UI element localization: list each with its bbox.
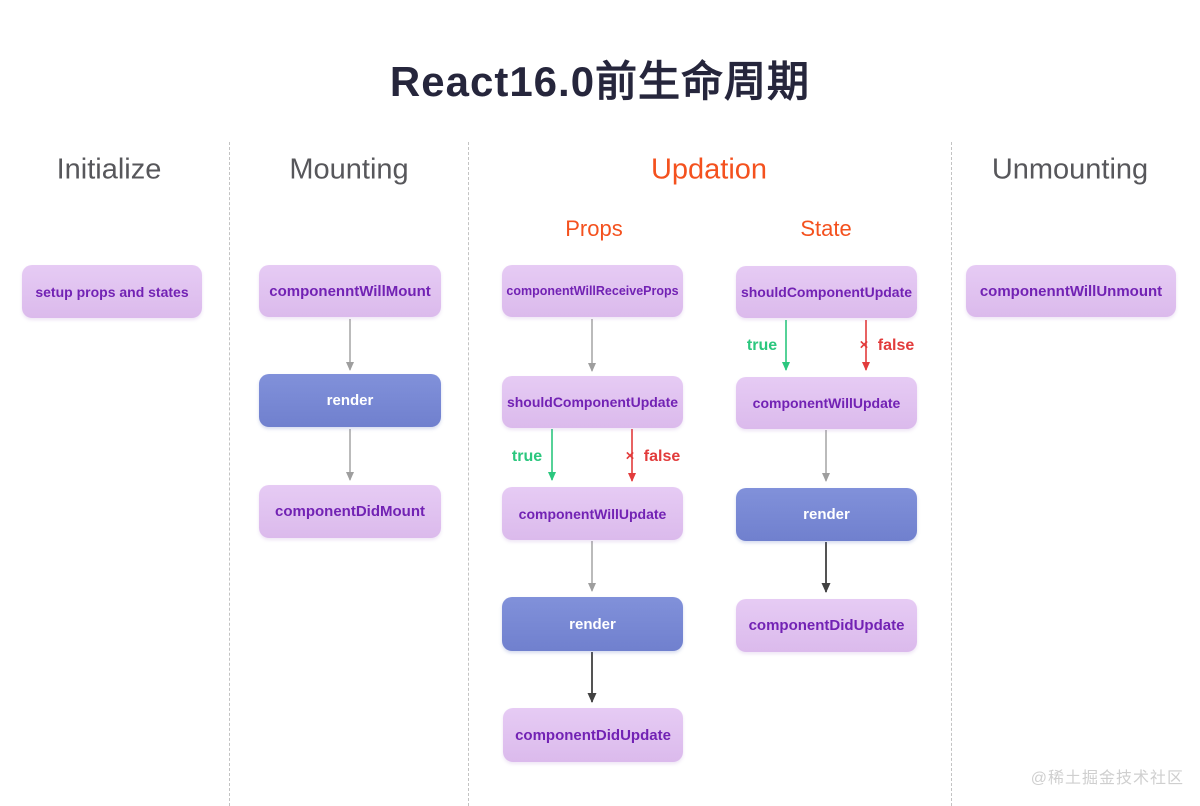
header-initialize: Initialize (56, 153, 162, 186)
column-divider-3 (951, 142, 952, 806)
box-state-componentdidupdate: componentDidUpdate (736, 599, 917, 652)
page-title: React16.0前生命周期 (389, 58, 811, 105)
box-mounting-render: render (259, 374, 441, 427)
props-false-x-icon: × (625, 447, 635, 465)
header-updation: Updation (650, 153, 768, 186)
header-unmounting: Unmounting (991, 153, 1149, 186)
box-props-componentwillreceiveprops: componentWillReceiveProps (502, 265, 683, 317)
box-state-shouldcomponentupdate: shouldComponentUpdate (736, 266, 917, 318)
box-componenntwillmount: componenntWillMount (259, 265, 441, 317)
box-componenntwillunmount: componenntWillUnmount (966, 265, 1176, 317)
box-state-render: render (736, 488, 917, 541)
box-props-render: render (502, 597, 683, 651)
box-componentdidmount: componentDidMount (259, 485, 441, 538)
props-false-label: false (643, 448, 681, 465)
box-setup-props-and-states: setup props and states (22, 265, 202, 318)
box-props-shouldcomponentupdate: shouldComponentUpdate (502, 376, 683, 428)
subheader-props: Props (565, 216, 623, 241)
watermark: @稀土掘金技术社区 (1030, 770, 1184, 787)
column-divider-1 (229, 142, 230, 806)
header-mounting: Mounting (289, 153, 409, 186)
subheader-state: State (800, 216, 852, 241)
props-true-label: true (511, 448, 543, 465)
state-false-x-icon: × (859, 336, 869, 354)
box-props-componentwillupdate: componentWillUpdate (502, 487, 683, 540)
state-true-label: true (746, 337, 778, 354)
box-props-componentdidupdate: componentDidUpdate (503, 708, 683, 762)
state-false-label: false (877, 337, 915, 354)
box-state-componentwillupdate: componentWillUpdate (736, 377, 917, 429)
column-divider-2 (468, 142, 469, 806)
